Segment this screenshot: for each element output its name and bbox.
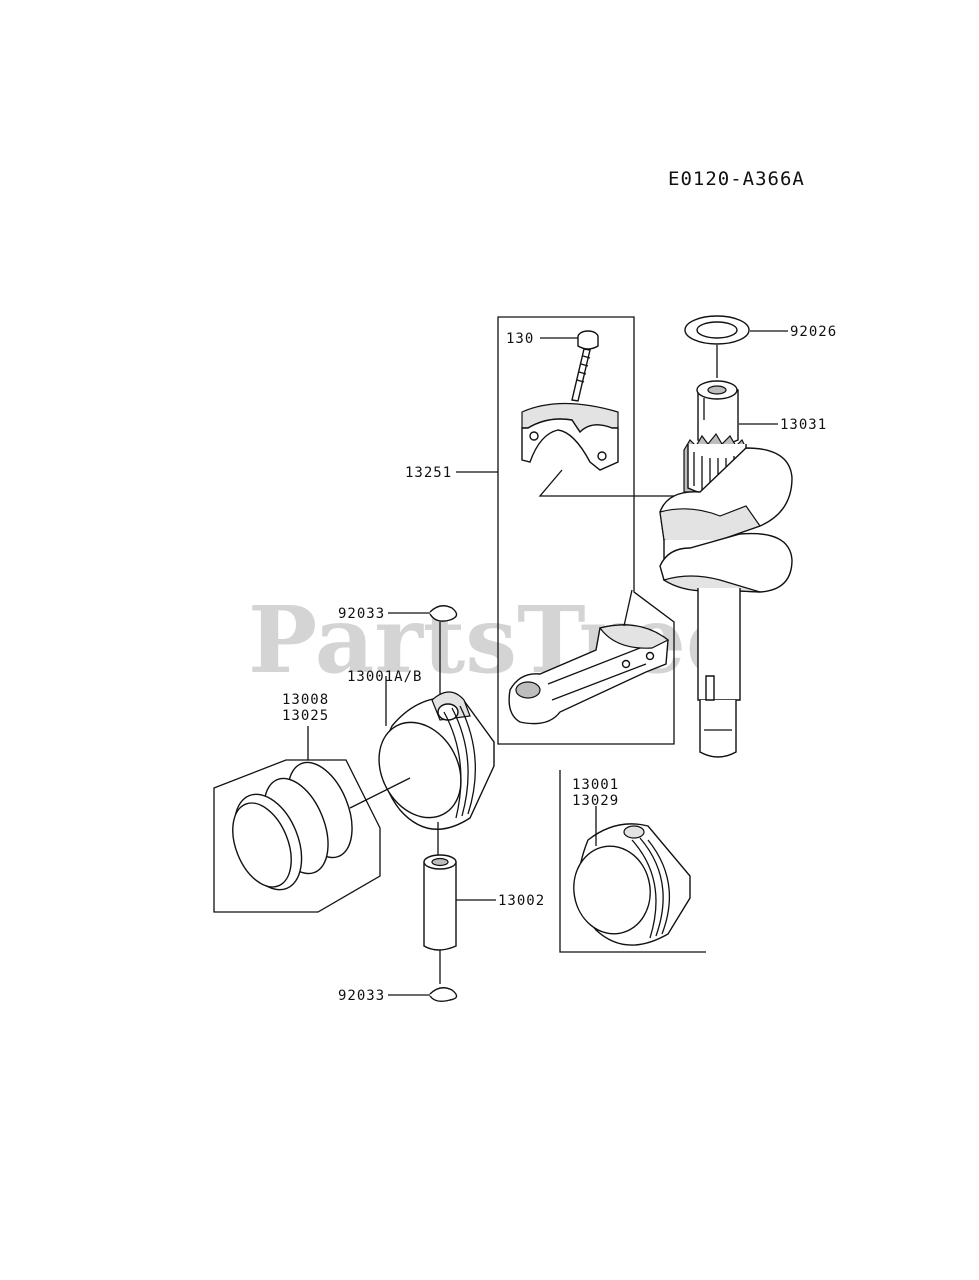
conrod-cap [521,402,619,471]
label-13001ab[interactable]: 13001A/B [347,669,422,685]
label-13251[interactable]: 13251 [405,465,452,481]
crankshaft-13031[interactable]: 13031 [659,380,827,758]
conrod-bolt [571,330,599,402]
thrust-washer-92026[interactable]: 92026 [684,315,837,378]
label-13001[interactable]: 13001 [572,777,619,793]
label-92033-bottom[interactable]: 92033 [338,988,385,1004]
connecting-rod [508,624,670,725]
piston-13001ab[interactable]: 13001A/B [347,669,495,856]
label-13008[interactable]: 13008 [282,692,329,708]
piston-ring-set[interactable]: 13008 13025 [213,692,411,913]
conrod-assembly-group[interactable]: 13251 130 [405,316,686,745]
label-92026[interactable]: 92026 [790,324,837,340]
watermark-text: PartsTree [248,586,744,694]
label-13029[interactable]: 13029 [572,793,619,809]
diagram-code: E0120-A366A [668,168,805,190]
snap-ring-bottom-92033[interactable]: 92033 [338,987,458,1004]
label-92033-top[interactable]: 92033 [338,606,385,622]
alt-piston-frame [559,770,706,953]
label-13002[interactable]: 13002 [498,893,545,909]
label-130[interactable]: 130 [506,331,534,347]
ring-set-frame [213,759,381,913]
piston-pin-13002[interactable]: 13002 [423,854,545,984]
snap-ring-top-92033[interactable]: 92033 [338,605,458,700]
piston-13001-alt[interactable]: 13001 13029 [559,770,706,953]
label-13025[interactable]: 13025 [282,708,329,724]
label-13031[interactable]: 13031 [780,417,827,433]
leader-cap-to-crank [538,469,686,497]
leader-rings-to-piston [349,777,411,809]
conrod-assembly-frame [497,316,675,745]
leader-rod-to-crank [623,589,633,627]
